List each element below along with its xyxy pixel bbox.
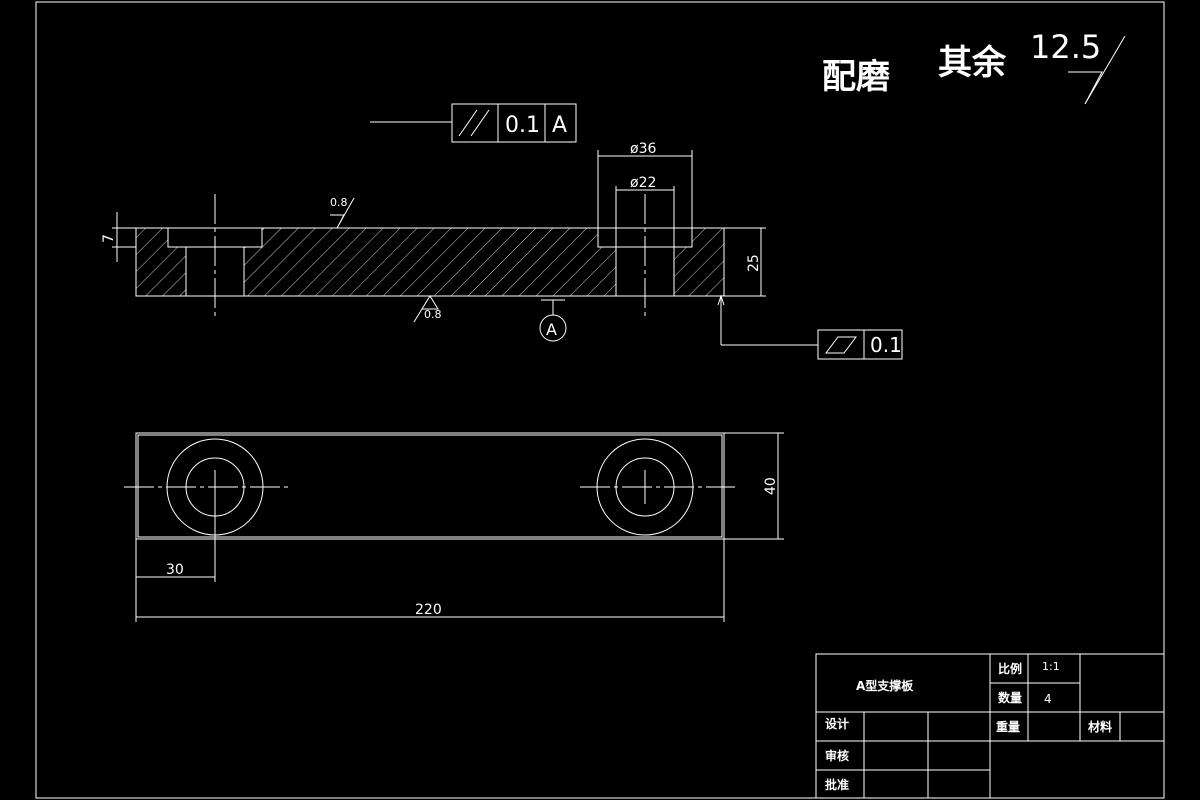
flatness-tolerance-frame: 0.1 xyxy=(717,294,903,360)
width-label: 40 xyxy=(763,477,779,495)
bottom-roughness-value: 0.8 xyxy=(424,308,442,321)
datum-symbol: A xyxy=(539,299,567,342)
hole-diameter-label: ø22 xyxy=(630,175,656,191)
bottom-roughness-symbol: 0.8 xyxy=(413,295,442,323)
approve-label: 批准 xyxy=(825,777,849,792)
part-name: A型支撑板 xyxy=(856,678,914,693)
thickness-label: 25 xyxy=(746,254,762,272)
top-roughness-value: 0.8 xyxy=(330,196,348,209)
default-roughness-value: 12.5 xyxy=(1030,28,1101,66)
parallelism-value: 0.1 xyxy=(505,113,540,138)
datum-label: A xyxy=(546,320,557,339)
parallelism-datum: A xyxy=(552,113,567,138)
quantity-value: 4 xyxy=(1044,692,1052,706)
quantity-label: 数量 xyxy=(998,690,1022,705)
flatness-value: 0.1 xyxy=(870,333,902,357)
counterbore-depth-dimension: 7 xyxy=(101,212,136,262)
counterbore-depth-label: 7 xyxy=(101,234,117,243)
thickness-dimension: 25 xyxy=(724,227,766,297)
hole-offset-label: 30 xyxy=(166,562,184,578)
design-label: 设计 xyxy=(825,716,849,731)
plan-view xyxy=(124,432,735,540)
flatness-icon xyxy=(825,336,857,354)
length-label: 220 xyxy=(415,602,442,618)
hole-diameter-dimension: ø22 xyxy=(615,175,675,247)
weight-label: 重量 xyxy=(996,719,1020,734)
title-block: A型支撑板 比例 1:1 数量 4 设计 重量 材料 审核 批准 xyxy=(815,653,1165,799)
others-note: 其余 xyxy=(938,43,1007,83)
scale-label: 比例 xyxy=(998,661,1022,676)
material-label: 材料 xyxy=(1087,719,1112,734)
width-dimension: 40 xyxy=(724,432,784,540)
top-roughness-symbol: 0.8 xyxy=(330,196,355,229)
parallelism-tolerance-frame: 0.1 A xyxy=(370,103,577,143)
counterbore-diameter-label: ø36 xyxy=(630,141,656,157)
default-roughness-icon xyxy=(1068,35,1126,105)
scale-value: 1:1 xyxy=(1042,660,1060,673)
section-view xyxy=(135,194,725,318)
grinding-note: 配磨 xyxy=(822,57,890,97)
counterbore-diameter-dimension: ø36 xyxy=(597,141,693,228)
hole-offset-dimension: 30 xyxy=(135,504,216,622)
parallelism-icon xyxy=(458,109,490,137)
drawing-frame xyxy=(35,1,1165,799)
review-label: 审核 xyxy=(825,748,849,763)
length-dimension: 220 xyxy=(136,539,725,622)
